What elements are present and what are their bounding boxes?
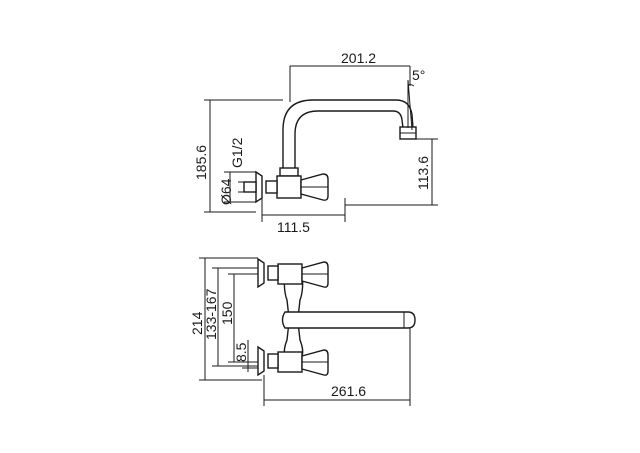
dim-spout-angle: 5° xyxy=(412,67,425,83)
dim-thread-size: G1/2 xyxy=(229,137,245,168)
dim-center-distance-range: 133-167 xyxy=(203,288,219,340)
front-spout xyxy=(281,311,416,329)
connector xyxy=(265,180,278,194)
dim-flange-diameter: Ø64 xyxy=(218,178,234,205)
bottom-flange xyxy=(257,345,265,377)
dim-wall-depth: 111.5 xyxy=(277,219,310,235)
side-view: 201.2 5° 185.6 G1/2 Ø64 113.6 111.5 xyxy=(193,50,438,235)
dim-outlet-height: 113.6 xyxy=(415,156,431,190)
front-view: 214 133-167 150 8.5 261.6 xyxy=(189,257,416,406)
spout-inner xyxy=(294,110,404,170)
dim-total-height-side: 185.6 xyxy=(193,145,209,180)
inlet-pipe xyxy=(243,181,257,193)
dim-offset: 8.5 xyxy=(233,342,249,362)
dim-center-distance: 150 xyxy=(219,301,235,325)
top-valve-body xyxy=(277,263,303,285)
wall-flange xyxy=(255,170,263,204)
top-flange xyxy=(257,257,265,289)
bottom-connector xyxy=(267,353,279,369)
spout-nut xyxy=(279,167,299,177)
bottom-handle xyxy=(301,349,329,376)
bottom-valve-body xyxy=(277,351,303,373)
top-handle xyxy=(301,261,329,288)
dim-total-height-front: 214 xyxy=(189,311,205,335)
dim-spout-reach: 201.2 xyxy=(341,50,376,66)
valve-body xyxy=(276,175,302,199)
top-connector xyxy=(267,265,279,281)
dim-total-width: 261.6 xyxy=(331,383,366,399)
